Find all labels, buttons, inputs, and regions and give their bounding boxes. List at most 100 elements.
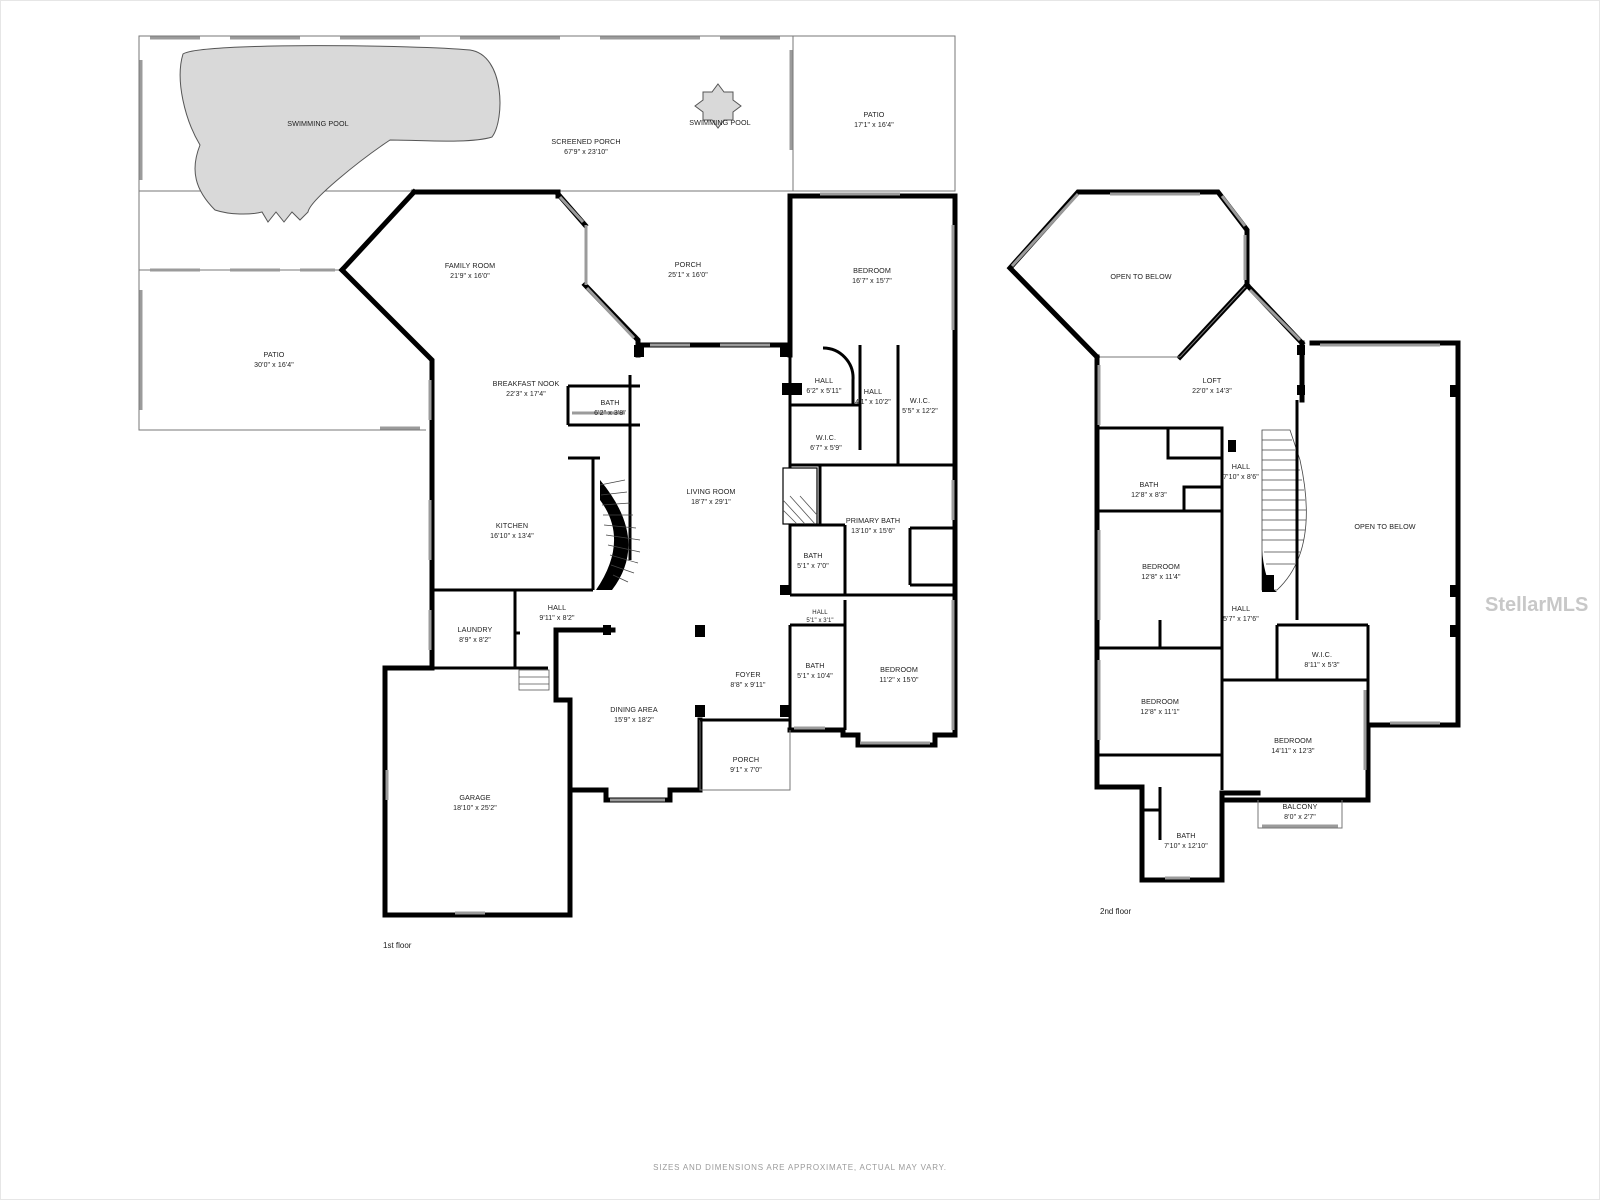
- room-label: BEDROOM 16'7" x 15'7": [852, 266, 892, 285]
- svg-text:W.I.C.: W.I.C.: [1312, 650, 1332, 659]
- watermark-logo: StellarMLS: [1485, 594, 1588, 616]
- svg-text:13'10" x 15'6": 13'10" x 15'6": [851, 528, 895, 535]
- svg-text:W.I.C.: W.I.C.: [910, 396, 930, 405]
- svg-text:18'7" x 29'1": 18'7" x 29'1": [691, 499, 731, 506]
- room-label: GARAGE 18'10" x 25'2": [453, 793, 497, 812]
- svg-text:LAUNDRY: LAUNDRY: [458, 625, 493, 634]
- svg-text:BATH: BATH: [1139, 480, 1158, 489]
- svg-text:HALL: HALL: [548, 603, 566, 612]
- room-label: LIVING ROOM 18'7" x 29'1": [686, 487, 735, 506]
- svg-text:12'8" x 11'4": 12'8" x 11'4": [1141, 574, 1181, 581]
- svg-text:17'1" x 16'4": 17'1" x 16'4": [854, 122, 894, 129]
- svg-text:HALL: HALL: [864, 387, 882, 396]
- room-label: W.I.C. 8'11" x 5'3": [1304, 650, 1340, 669]
- svg-text:5'1" x 10'4": 5'1" x 10'4": [797, 673, 833, 680]
- svg-text:5'1" x 3'1": 5'1" x 3'1": [806, 618, 833, 624]
- svg-text:BEDROOM: BEDROOM: [1142, 562, 1180, 571]
- svg-text:16'7" x 15'7": 16'7" x 15'7": [852, 278, 892, 285]
- svg-text:15'9" x 18'2": 15'9" x 18'2": [614, 717, 654, 724]
- svg-text:PORCH: PORCH: [675, 260, 701, 269]
- svg-text:GARAGE: GARAGE: [459, 793, 490, 802]
- floor-1-walls: [138, 35, 958, 918]
- floor-label-2nd: 2nd floor: [1100, 907, 1131, 916]
- room-label: PORCH 9'1" x 7'0": [730, 755, 762, 774]
- room-label: PATIO 30'0" x 16'4": [254, 350, 294, 369]
- svg-text:5'1" x 7'0": 5'1" x 7'0": [797, 563, 829, 570]
- room-label: HALL 5'1" x 3'1": [806, 610, 833, 624]
- room-label: BATH 6'2" x 3'8": [594, 398, 626, 417]
- floor-label-1st: 1st floor: [383, 941, 412, 950]
- svg-text:SWIMMING POOL: SWIMMING POOL: [689, 118, 751, 127]
- svg-text:9'1" x 7'0": 9'1" x 7'0": [730, 767, 762, 774]
- svg-text:30'0" x 16'4": 30'0" x 16'4": [254, 362, 294, 369]
- room-label: OPEN TO BELOW: [1354, 522, 1415, 531]
- svg-text:PORCH: PORCH: [733, 755, 759, 764]
- room-label: HALL 9'11" x 8'2": [539, 603, 575, 622]
- svg-text:67'9" x 23'10": 67'9" x 23'10": [564, 149, 608, 156]
- svg-text:4'1" x 10'2": 4'1" x 10'2": [855, 399, 891, 406]
- room-label: OPEN TO BELOW: [1110, 272, 1171, 281]
- room-label: LOFT 22'0" x 14'3": [1192, 376, 1232, 395]
- svg-text:7'10" x 12'10": 7'10" x 12'10": [1164, 843, 1208, 850]
- svg-text:9'11" x 8'2": 9'11" x 8'2": [539, 615, 575, 622]
- room-label: PRIMARY BATH 13'10" x 15'6": [846, 516, 900, 535]
- svg-text:OPEN TO BELOW: OPEN TO BELOW: [1110, 272, 1171, 281]
- svg-text:HALL: HALL: [812, 610, 828, 616]
- svg-text:SCREENED PORCH: SCREENED PORCH: [551, 137, 620, 146]
- svg-text:BREAKFAST NOOK: BREAKFAST NOOK: [493, 379, 560, 388]
- svg-text:SWIMMING POOL: SWIMMING POOL: [287, 119, 349, 128]
- svg-text:14'11" x 12'3": 14'11" x 12'3": [1271, 748, 1315, 755]
- room-label: SWIMMING POOL: [689, 118, 751, 127]
- svg-text:12'8" x 8'3": 12'8" x 8'3": [1131, 492, 1167, 499]
- svg-text:PRIMARY BATH: PRIMARY BATH: [846, 516, 900, 525]
- svg-text:LOFT: LOFT: [1203, 376, 1222, 385]
- room-labels: SWIMMING POOL SCREENED PORCH 67'9" x 23'1…: [254, 110, 1416, 850]
- svg-text:BATH: BATH: [1176, 831, 1195, 840]
- room-label: W.I.C.5'5" x 12'2": [902, 396, 938, 415]
- room-label: SWIMMING POOL: [287, 119, 349, 128]
- room-label: LAUNDRY 8'9" x 8'2": [458, 625, 493, 644]
- svg-text:22'0" x 14'3": 22'0" x 14'3": [1192, 388, 1232, 395]
- svg-text:W.I.C.: W.I.C.: [816, 433, 836, 442]
- svg-text:18'10" x 25'2": 18'10" x 25'2": [453, 805, 497, 812]
- svg-text:8'0" x 2'7": 8'0" x 2'7": [1284, 814, 1316, 821]
- svg-text:LIVING ROOM: LIVING ROOM: [686, 487, 735, 496]
- svg-text:16'10" x 13'4": 16'10" x 13'4": [490, 533, 534, 540]
- svg-text:6'7" x 5'9": 6'7" x 5'9": [810, 445, 842, 452]
- spa-shape: [694, 83, 742, 129]
- svg-text:HALL: HALL: [1232, 604, 1250, 613]
- svg-text:BEDROOM: BEDROOM: [1274, 736, 1312, 745]
- svg-text:BATH: BATH: [600, 398, 619, 407]
- room-label: SCREENED PORCH 67'9" x 23'10": [551, 137, 620, 156]
- room-label: PORCH 25'1" x 16'0": [668, 260, 708, 279]
- disclaimer-text: SIZES AND DIMENSIONS ARE APPROXIMATE, AC…: [653, 1163, 947, 1172]
- svg-text:HALL: HALL: [1232, 462, 1250, 471]
- svg-text:BEDROOM: BEDROOM: [1141, 697, 1179, 706]
- room-label: HALL 4'1" x 10'2": [855, 387, 891, 406]
- svg-text:8'8" x 9'11": 8'8" x 9'11": [730, 682, 766, 689]
- floor-2-walls: [1006, 189, 1461, 883]
- svg-text:25'1" x 16'0": 25'1" x 16'0": [668, 272, 708, 279]
- svg-text:HALL: HALL: [815, 376, 833, 385]
- svg-text:8'11" x 5'3": 8'11" x 5'3": [1304, 662, 1340, 669]
- svg-text:8'9" x 8'2": 8'9" x 8'2": [459, 637, 491, 644]
- svg-text:BEDROOM: BEDROOM: [853, 266, 891, 275]
- svg-text:BEDROOM: BEDROOM: [880, 665, 918, 674]
- room-label: BEDROOM 14'11" x 12'3": [1271, 736, 1315, 755]
- svg-text:PATIO: PATIO: [264, 350, 285, 359]
- svg-text:6'2" x 3'8": 6'2" x 3'8": [594, 410, 626, 417]
- room-label: BATH 12'8" x 8'3": [1131, 480, 1167, 499]
